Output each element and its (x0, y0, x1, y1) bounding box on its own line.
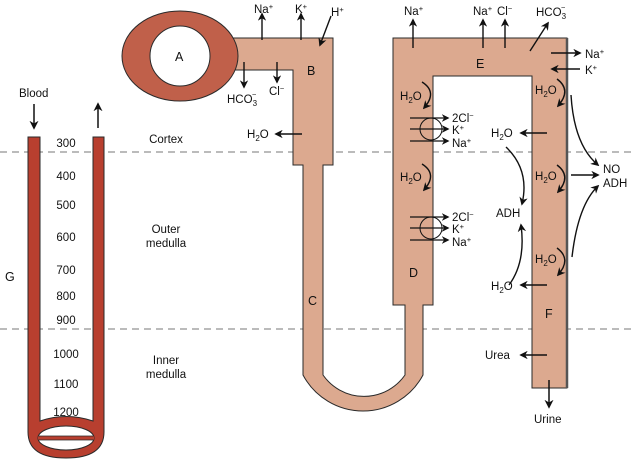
ion-na-e-3: Na+ (585, 47, 605, 61)
ion-2cl-d-2: 2Cl− (452, 210, 474, 224)
adh-right-label: ADH (603, 178, 627, 190)
proximal-tubule-transport: Na+ K+ H+ HCO3− Cl− H2O (227, 2, 344, 143)
thick-ascending-limb-transport: H2O 2Cl− K+ Na+ H2O 2Cl− K+ Na+ (400, 81, 474, 249)
osmolality-1200: 1200 (53, 407, 79, 419)
glomerulus: A (121, 10, 239, 102)
zone-inner-medulla-line2: medulla (146, 369, 187, 381)
osmolality-1100: 1100 (54, 379, 79, 391)
water-f-out-top: H2O (491, 128, 513, 142)
segment-label-f: F (545, 307, 553, 321)
vasa-recta-vessel (27, 136, 105, 459)
osmolality-500: 500 (56, 200, 75, 212)
segment-label-b: B (307, 64, 315, 78)
water-b: H2O (247, 129, 269, 143)
ion-na-d-1: Na+ (452, 136, 472, 150)
zone-outer-medulla-line2: medulla (146, 238, 187, 250)
ion-2cl-d-1: 2Cl− (452, 111, 474, 125)
segment-label-a: A (175, 50, 184, 64)
water-f-3: H2O (535, 254, 557, 268)
blood-label: Blood (19, 88, 48, 100)
segment-label-d: D (409, 266, 418, 280)
water-d-2: H2O (400, 172, 422, 186)
osmolality-1000: 1000 (53, 349, 79, 361)
ion-hco3-e: HCO3− (536, 3, 567, 21)
ion-na-d-2: Na+ (452, 235, 472, 249)
ion-na-b: Na+ (254, 2, 274, 16)
urine-label: Urine (534, 414, 561, 426)
osmolality-300: 300 (56, 138, 75, 150)
ion-k-d-1: K+ (452, 123, 465, 137)
ion-cl-b: Cl− (269, 84, 285, 98)
collecting-duct-transport: H2O H2O H2O H2O H2O Urea Urine ADH NO AD… (485, 78, 627, 426)
vasa-recta: Blood G 300 400 500 600 700 800 900 1000… (5, 88, 105, 459)
ion-na-e-2: Na+ (473, 4, 493, 18)
osmolality-400: 400 (56, 171, 75, 183)
ion-k-b: K+ (295, 2, 308, 16)
zone-outer-medulla-line1: Outer (152, 224, 181, 236)
segment-label-c: C (308, 294, 317, 308)
zone-cortex: Cortex (149, 134, 183, 146)
glomerulus-lumen (149, 25, 211, 87)
ion-cl-e: Cl− (497, 4, 513, 18)
ion-na-e-1: Na+ (404, 4, 424, 18)
ion-k-e: K+ (585, 63, 598, 77)
water-f-out-bottom: H2O (491, 281, 513, 295)
osmolality-600: 600 (56, 232, 75, 244)
water-f-1: H2O (535, 85, 557, 99)
ion-k-d-2: K+ (452, 222, 465, 236)
zone-labels: Cortex Outer medulla Inner medulla (146, 134, 187, 381)
no-label: NO (603, 164, 620, 176)
osmolality-900: 900 (56, 315, 75, 327)
distal-tubule-transport: Na+ Na+ Cl− HCO3− Na+ K+ (404, 3, 605, 77)
urea-label: Urea (485, 350, 511, 362)
ion-hco3-b: HCO3− (227, 90, 258, 108)
segment-label-g: G (5, 270, 15, 284)
ion-h-b: H+ (331, 5, 344, 19)
segment-label-e: E (476, 57, 484, 71)
water-d-1: H2O (400, 91, 422, 105)
osmolality-values: 300 400 500 600 700 800 900 1000 1100 12… (53, 138, 79, 419)
osmolality-800: 800 (56, 291, 75, 303)
nephron-tubule (227, 37, 568, 412)
osmolality-700: 700 (56, 265, 75, 277)
water-f-2: H2O (535, 171, 557, 185)
adh-center-label: ADH (496, 208, 520, 220)
zone-inner-medulla-line1: Inner (153, 355, 179, 367)
